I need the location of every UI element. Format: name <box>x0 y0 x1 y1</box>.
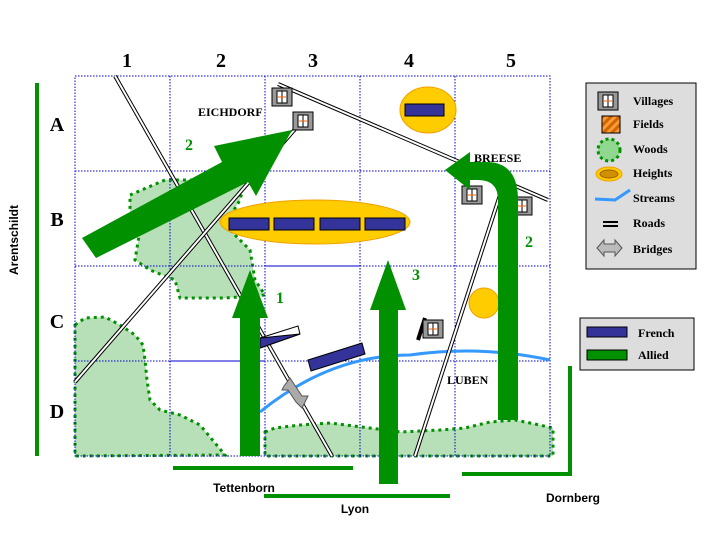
row-label: D <box>50 401 64 423</box>
commander-arentschildt: Arentschildt <box>7 205 21 275</box>
french-unit <box>273 217 315 231</box>
commander-tettenborn: Tettenborn <box>213 481 275 495</box>
allied-arrow-3 <box>370 260 406 484</box>
woods-area-cd1 <box>73 315 229 458</box>
col-label: 1 <box>122 50 132 72</box>
village-icon <box>422 319 444 339</box>
commander-lyon: Lyon <box>341 502 369 516</box>
french-unit <box>404 103 445 117</box>
col-label: 2 <box>216 50 226 72</box>
commander-dornberg: Dornberg <box>546 491 600 505</box>
forces-legend: French Allied <box>579 317 695 371</box>
bridge-icon <box>281 377 309 409</box>
town-eichdorf: EICHDORF <box>198 105 263 119</box>
dornberg-line <box>462 366 572 476</box>
col-label: 3 <box>308 50 318 72</box>
allied-arrows <box>82 130 518 484</box>
unit-number: 1 <box>276 290 284 307</box>
town-breese: BREESE <box>474 151 521 165</box>
village-icon <box>271 87 293 107</box>
commander-lines <box>35 83 572 498</box>
terrain-legend: Villages Fields Woods Heights Streams Ro… <box>585 82 697 270</box>
french-unit <box>319 217 361 231</box>
legend-label: Streams <box>633 191 675 205</box>
allied-swatch <box>586 349 628 361</box>
village-icon <box>292 111 314 131</box>
french-unit <box>364 217 406 231</box>
bridge-icon <box>596 238 623 258</box>
heights-icon <box>595 166 623 182</box>
column-labels: 1 2 3 4 5 <box>122 50 516 72</box>
row-label: C <box>50 311 64 333</box>
legend-label: French <box>638 326 675 340</box>
french-unit <box>307 342 366 372</box>
legend-label: Woods <box>633 142 668 156</box>
legend-label: Roads <box>633 216 665 230</box>
stream-icon <box>594 188 631 202</box>
legend-label: Bridges <box>633 242 673 256</box>
woods-icon <box>596 137 622 163</box>
unit-number: 2 <box>185 137 193 154</box>
allied-arrow-2-hook <box>445 152 518 420</box>
road-icon <box>603 221 618 227</box>
row-label: A <box>50 114 65 136</box>
french-swatch <box>586 326 628 338</box>
town-luben: LUBEN <box>447 373 489 387</box>
allied-arrow-2-diagonal <box>82 130 292 258</box>
col-label: 4 <box>404 50 414 72</box>
row-labels: A B C D <box>50 114 65 423</box>
allied-arrow-1 <box>232 270 268 456</box>
village-icon <box>461 185 483 205</box>
legend-label: Heights <box>633 166 673 180</box>
legend-label: Allied <box>638 348 669 362</box>
woods-area-d3-d5 <box>263 418 555 458</box>
col-label: 5 <box>506 50 516 72</box>
unit-number: 2 <box>525 234 533 251</box>
row-label: B <box>50 209 63 231</box>
french-unit <box>228 217 270 231</box>
legend-label: Villages <box>633 94 674 108</box>
heights-b3 <box>219 199 411 245</box>
unit-number: 3 <box>412 267 420 284</box>
legend-label: Fields <box>633 117 664 131</box>
village-icon <box>597 91 619 111</box>
field-icon <box>601 115 621 134</box>
heights-c5 <box>468 287 500 319</box>
